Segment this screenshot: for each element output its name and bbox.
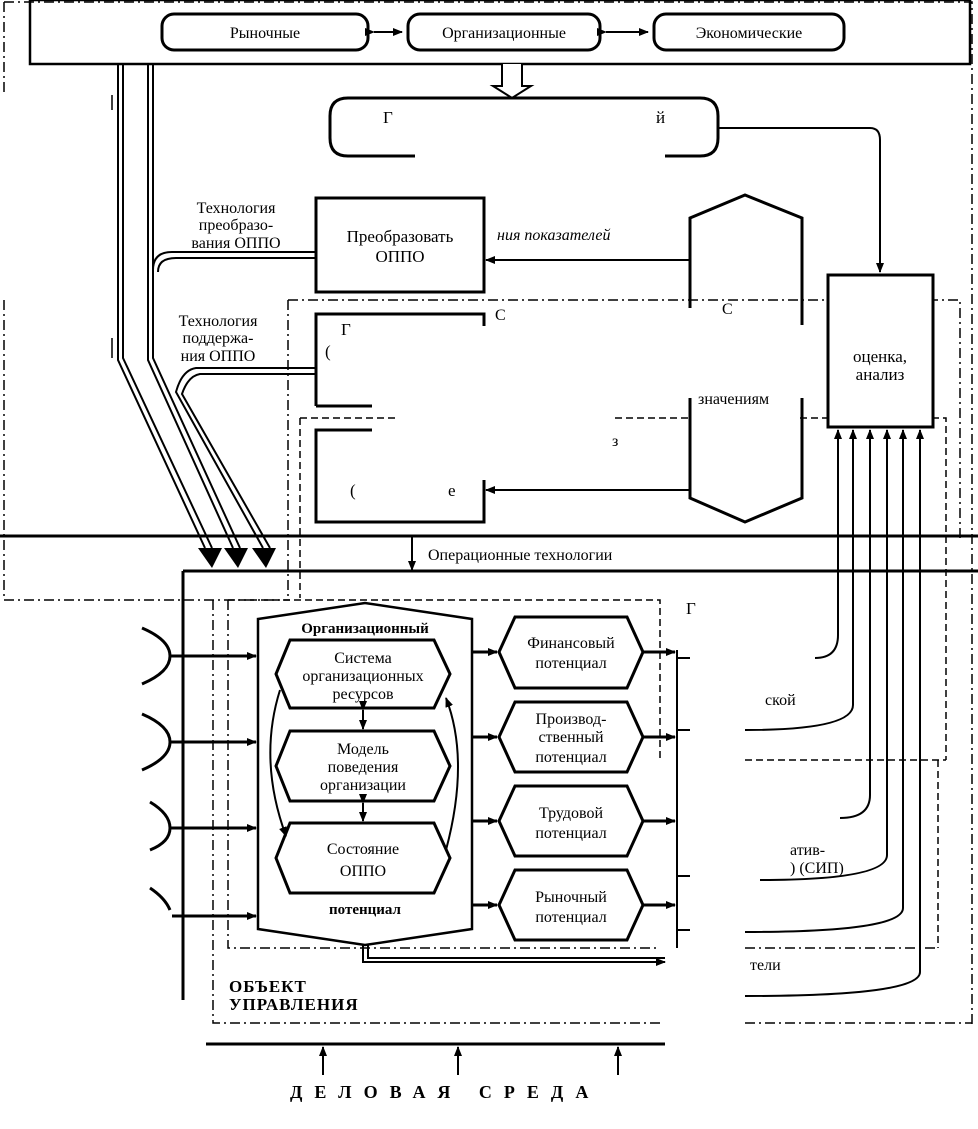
org-resources-line-2: организационных xyxy=(302,668,423,685)
tech-transform-label-2: преобразо- xyxy=(199,217,273,234)
support-box-fragment-2: ( xyxy=(325,342,331,361)
org-output-arrow xyxy=(362,945,666,966)
market-line-1: Рыночный xyxy=(535,889,607,906)
hollow-down-arrow-icon xyxy=(489,64,535,100)
business-environment: ДЕЛОВАЯ СРЕДА xyxy=(206,1042,665,1102)
transform-box xyxy=(314,196,486,294)
control-object-line-2: УПРАВЛЕНИЯ xyxy=(229,995,359,1014)
maintain-region-fragment: з xyxy=(612,433,618,450)
labor-line-2: потенциал xyxy=(535,825,606,842)
right-indicators: Г ской атив- ) (СИП) тели xyxy=(676,599,844,974)
behavior-model-line-1: Модель xyxy=(337,741,389,758)
support-box-fragment-1: Г xyxy=(341,320,351,339)
potentials: Финансовый потенциал Производ- ственный … xyxy=(472,615,678,942)
tech-support-label-2: поддержа- xyxy=(183,330,254,347)
arrowhead-icon xyxy=(224,548,248,568)
eval-box-line-2: анализ xyxy=(856,365,905,384)
org-potential-title: Организационный xyxy=(301,621,429,637)
tech-support-branch: Технология поддержа- ния ОППО xyxy=(174,313,316,549)
org-potential: Организационный потенциал Система органи… xyxy=(256,601,474,947)
financial-potential-hex xyxy=(497,615,645,690)
control-object: ОБЪЕКТ УПРАВЛЕНИЯ xyxy=(181,571,661,1024)
goal-box: Г й xyxy=(328,96,720,158)
production-line-3: потенциал xyxy=(535,749,606,766)
operational-label: Операционные технологии xyxy=(428,547,613,564)
factors-panel: Рыночные Организационные Экономические xyxy=(28,0,972,66)
tech-support-label-1: Технология xyxy=(179,313,259,330)
feedback-lines xyxy=(744,429,924,997)
technology-arrowheads xyxy=(198,548,276,568)
financial-line-1: Финансовый xyxy=(527,635,615,652)
behavior-model-hex xyxy=(274,729,452,803)
production-potential-hex xyxy=(497,700,645,774)
arrowhead-icon xyxy=(252,548,276,568)
behavior-model-line-2: поведения xyxy=(328,759,399,776)
market-potential-hex xyxy=(497,868,645,942)
compare-fragment-1: С xyxy=(722,301,733,318)
factor-organizational-label: Организационные xyxy=(442,25,566,42)
financial-line-2: потенциал xyxy=(535,655,606,672)
factor-market-label: Рыночные xyxy=(230,25,300,42)
factor-economic xyxy=(652,12,846,52)
eval-box xyxy=(826,273,935,429)
tech-support-label-3: ния ОППО xyxy=(181,348,256,365)
org-resources-line-1: Система xyxy=(334,650,392,667)
maintain-box-fragment-2: ( xyxy=(350,481,356,500)
support-region-fragment: С xyxy=(495,307,506,324)
maintain-box-fragment-4: е xyxy=(448,481,456,500)
production-line-2: ственный xyxy=(538,729,604,746)
tech-transform-label-3: вания ОППО xyxy=(191,235,280,252)
market-line-2: потенциал xyxy=(535,909,606,926)
transform-box-line-1: Преобразовать xyxy=(347,227,454,246)
org-resources-line-3: ресурсов xyxy=(332,686,393,703)
left-double-channels xyxy=(111,64,241,549)
operational-band: Операционные технологии xyxy=(0,534,978,573)
right-fragment-5: тели xyxy=(750,957,781,974)
eval-box-line-1: оценка, xyxy=(853,347,907,366)
labor-line-1: Трудовой xyxy=(539,805,604,822)
goal-fragment-right: й xyxy=(656,108,665,127)
org-potential-bottom: потенциал xyxy=(329,902,402,918)
factor-economic-label: Экономические xyxy=(696,25,803,42)
input-arcs xyxy=(141,626,257,920)
oppo-state-line-1: Состояние xyxy=(327,841,399,858)
right-fragment-3: атив- xyxy=(790,842,825,859)
right-fragment-2: ской xyxy=(765,692,796,709)
production-line-1: Производ- xyxy=(536,711,607,728)
goal-fragment-left: Г xyxy=(383,108,393,127)
right-fragment-4: ) (СИП) xyxy=(790,860,844,877)
goal-to-eval-arrow xyxy=(718,127,884,273)
org-resources-hex xyxy=(274,638,452,710)
arrowhead-icon xyxy=(198,548,222,568)
labor-potential-hex xyxy=(497,784,645,858)
support-region-border xyxy=(288,299,961,540)
outer-frame xyxy=(3,1,973,1025)
transform-box-line-2: ОППО xyxy=(375,247,424,266)
maintain-box xyxy=(314,428,486,524)
oppo-state-line-2: ОППО xyxy=(340,863,386,880)
tech-transform-branch: Технология преобразо- вания ОППО xyxy=(152,200,316,273)
redacted-area xyxy=(372,326,822,396)
transform-arrow-label: ния показателей xyxy=(497,227,610,244)
right-fragment-1: Г xyxy=(686,599,696,618)
environment-label: ДЕЛОВАЯ СРЕДА xyxy=(290,1082,600,1102)
oppo-state-hex xyxy=(274,821,452,895)
control-object-line-1: ОБЪЕКТ xyxy=(229,977,307,996)
support-box xyxy=(314,312,486,406)
behavior-model-line-3: организации xyxy=(320,777,406,794)
tech-transform-label-1: Технология xyxy=(197,200,277,217)
